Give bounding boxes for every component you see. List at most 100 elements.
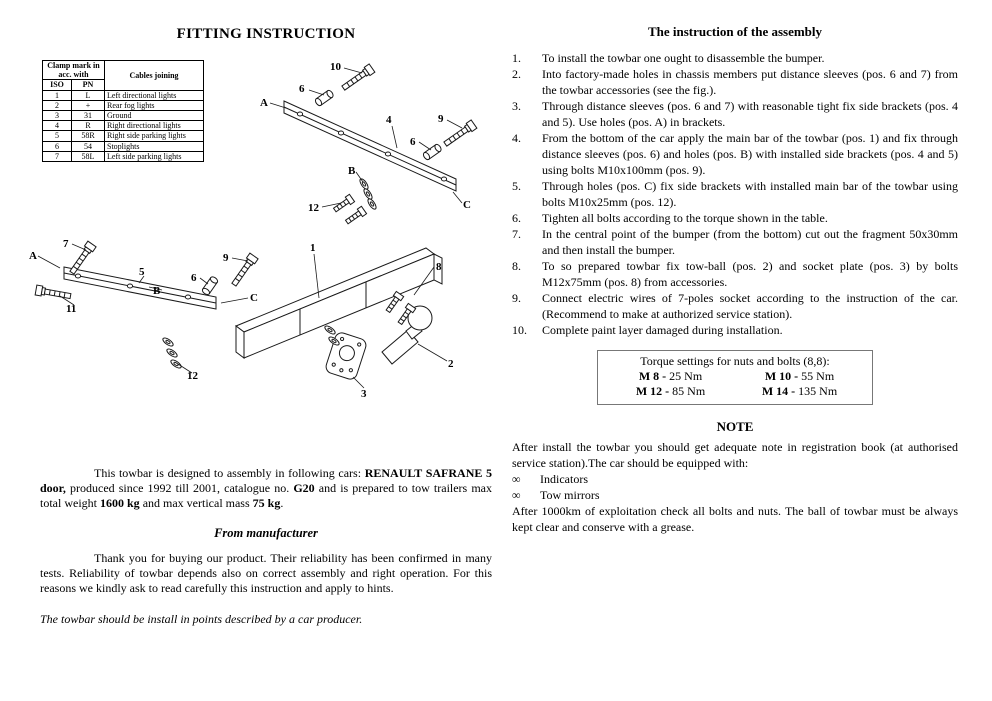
clamp-table-header-row: Clamp mark in acc. with Cables joining: [42, 59, 204, 91]
torque-nm: 135 Nm: [795, 384, 838, 398]
clamp-table-row: 4 R Right directional lights: [42, 120, 204, 132]
max-weight: 1600 kg: [100, 496, 140, 510]
pn-cell: L: [71, 89, 105, 101]
cable-cell: Left directional lights: [104, 89, 204, 101]
clamp-mark-header: Clamp mark in acc. with: [42, 59, 105, 81]
diagram-label: 10: [330, 61, 342, 73]
torque-bolt-size: M 14 -: [761, 384, 796, 398]
car-desc-text: This towbar is designed to assembly in f…: [94, 466, 365, 480]
manufacturer-paragraph: Thank you for buying our product. Their …: [40, 551, 492, 595]
part-main-bar: [234, 247, 443, 359]
clamp-table-row: 2 + Rear fog lights: [42, 99, 204, 111]
clamp-table-row: 3 31 Ground: [42, 109, 204, 122]
step-number: 8.: [512, 259, 521, 273]
assembly-step: 3. Through distance sleeves (pos. 6 and …: [512, 98, 958, 130]
step-number: 6.: [512, 211, 521, 225]
step-number: 1.: [512, 51, 521, 65]
step-number: 3.: [512, 99, 521, 113]
equipment-bullet: ∞ Tow mirrors: [512, 487, 958, 503]
diagram-label: 6: [191, 272, 197, 284]
torque-value-m8: M 8 - 25 Nm: [606, 369, 735, 384]
equipment-bullet: ∞ Indicators: [512, 471, 958, 487]
step-text: To install the towbar one ought to disas…: [542, 51, 825, 65]
diagram-label: 6: [299, 83, 305, 95]
bolt-12-icon: [343, 205, 368, 227]
right-column: The instruction of the assembly 1. To in…: [512, 24, 958, 535]
diagram-label: 1: [310, 242, 316, 254]
iso-cell: 1: [42, 89, 72, 101]
assembly-exploded-diagram: 10 6 A 4 9 6 B 12 C 7 A 5 9 6 B C 11 1 8…: [29, 61, 478, 400]
diagram-labels: 10 6 A 4 9 6 B 12 C 7 A 5 9 6 B C 11 1 8…: [29, 61, 471, 400]
diagram-label: 12: [187, 370, 199, 382]
assembly-step: 1. To install the towbar one ought to di…: [512, 50, 958, 66]
torque-nm: 85 Nm: [669, 384, 706, 398]
pn-cell: 58L: [71, 150, 105, 162]
torque-settings-box: Torque settings for nuts and bolts (8,8)…: [597, 350, 873, 405]
left-text-block: This towbar is designed to assembly in f…: [40, 466, 492, 627]
washer-icon: [161, 335, 175, 349]
cable-cell: Right directional lights: [104, 120, 204, 132]
cable-cell: Left side parking lights: [104, 150, 204, 162]
part-tow-ball: [381, 305, 433, 365]
part-left-bracket: [34, 240, 259, 371]
step-number: 10.: [512, 323, 527, 337]
diagram-label: 4: [386, 114, 392, 126]
iso-cell: 7: [42, 150, 72, 162]
note-paragraph-1: After install the towbar you should get …: [512, 440, 958, 470]
sleeve-6-icon: [313, 88, 335, 108]
note-heading: NOTE: [716, 419, 754, 434]
assembly-step: 4. From the bottom of the car apply the …: [512, 130, 958, 178]
diagram-label: 12: [308, 202, 320, 214]
clamp-table-row: 1 L Left directional lights: [42, 89, 204, 101]
pn-cell: R: [71, 120, 105, 132]
diagram-label: 8: [436, 261, 442, 273]
diagram-parts: [34, 63, 478, 380]
diagram-label: C: [250, 292, 258, 304]
bolt-9-icon: [441, 119, 478, 149]
assembly-step: 2. Into factory-made holes in chassis me…: [512, 66, 958, 98]
clamp-table-row: 7 58L Left side parking lights: [42, 150, 204, 162]
step-text: In the central point of the bumper (from…: [542, 227, 958, 257]
torque-title: Torque settings for nuts and bolts (8,8)…: [640, 354, 830, 368]
infinity-bullet-icon: ∞: [512, 472, 521, 486]
washer-icon: [365, 197, 379, 211]
fitting-instruction-title: FITTING INSTRUCTION: [176, 26, 356, 42]
torque-value-m14: M 14 - 135 Nm: [735, 384, 864, 399]
pn-cell: +: [71, 99, 105, 111]
torque-nm: 55 Nm: [798, 369, 835, 383]
iso-cell: 4: [42, 120, 72, 132]
catalogue-number: G20: [293, 481, 315, 495]
diagram-label: C: [463, 199, 471, 211]
pn-cell: 31: [71, 109, 105, 122]
bullet-text: Indicators: [540, 472, 588, 486]
diagram-label: 6: [410, 136, 416, 148]
cable-cell: Ground: [104, 109, 204, 122]
clamp-table-subheader-row: ISO PN: [42, 79, 204, 91]
step-text: Connect electric wires of 7-poles socket…: [542, 291, 958, 321]
torque-bolt-size: M 12 -: [635, 384, 670, 398]
assembly-step: 7. In the central point of the bumper (f…: [512, 226, 958, 258]
assembly-step: 8. To so prepared towbar fix tow-ball (p…: [512, 258, 958, 290]
equipment-bullets: ∞ Indicators ∞ Tow mirrors: [512, 471, 958, 503]
diagram-label: B: [153, 285, 161, 297]
bullet-text: Tow mirrors: [540, 488, 600, 502]
iso-cell: 5: [42, 130, 72, 142]
car-desc-text: and max vertical mass: [139, 496, 253, 510]
car-desc-text: and is prepared to tow trailers max tota…: [40, 481, 492, 510]
step-text: Through holes (pos. C) fix side brackets…: [542, 179, 958, 209]
car-description: This towbar is designed to assembly in f…: [40, 466, 492, 511]
washer-icon: [169, 357, 183, 371]
clamp-table-row: 5 58R Right side parking lights: [42, 130, 204, 142]
washer-icon: [323, 323, 337, 337]
bolt-11-icon: [34, 284, 72, 302]
part-right-bracket: [283, 63, 478, 227]
step-text: Tighten all bolts according to the torqu…: [542, 211, 828, 225]
assembly-step: 9. Connect electric wires of 7-poles soc…: [512, 290, 958, 322]
step-text: Through distance sleeves (pos. 6 and 7) …: [542, 99, 958, 129]
assembly-instruction-title: The instruction of the assembly: [647, 24, 823, 39]
step-number: 5.: [512, 179, 521, 193]
max-vertical-mass: 75 kg: [252, 496, 281, 510]
assembly-step: 5. Through holes (pos. C) fix side brack…: [512, 178, 958, 210]
infinity-bullet-icon: ∞: [512, 488, 521, 502]
diagram-label: 2: [448, 358, 454, 370]
